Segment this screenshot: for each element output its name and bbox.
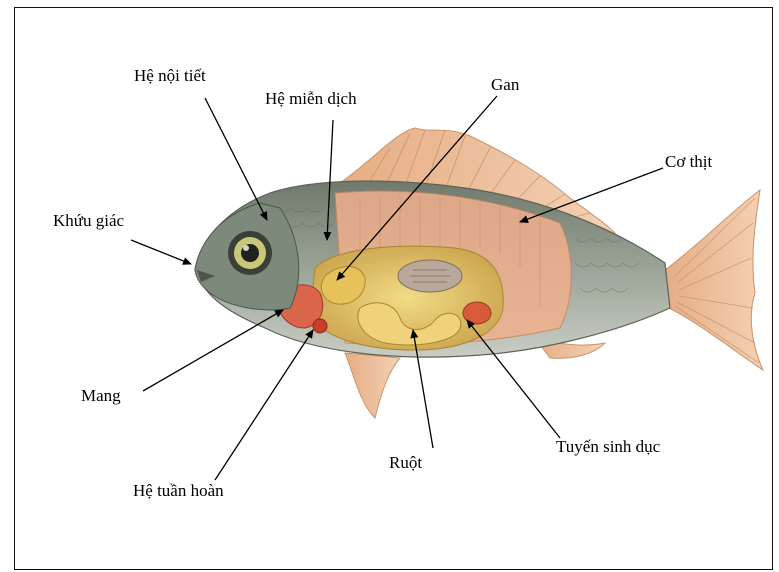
- label-circulatory: Hệ tuần hoàn: [133, 482, 224, 499]
- label-muscle: Cơ thịt: [665, 153, 712, 170]
- leader-circulatory: [215, 330, 313, 480]
- leader-smell: [131, 240, 191, 264]
- heart: [313, 319, 327, 333]
- pelvic-fin: [345, 353, 400, 418]
- label-liver: Gan: [491, 76, 519, 93]
- leader-gills: [143, 310, 283, 391]
- label-endocrine: Hệ nội tiết: [134, 67, 206, 84]
- label-gonad: Tuyến sinh dục: [556, 438, 660, 455]
- label-immune: Hệ miễn dịch: [265, 90, 357, 107]
- label-intestine: Ruột: [389, 454, 422, 471]
- tail-fin: [665, 190, 763, 370]
- figure-frame: Hệ nội tiết Hệ miễn dịch Gan Cơ thịt Khứ…: [14, 7, 773, 570]
- label-gills: Mang: [81, 387, 121, 404]
- leader-endocrine: [205, 98, 267, 220]
- fish-anatomy-illustration: [15, 8, 774, 571]
- label-smell: Khứu giác: [53, 212, 124, 229]
